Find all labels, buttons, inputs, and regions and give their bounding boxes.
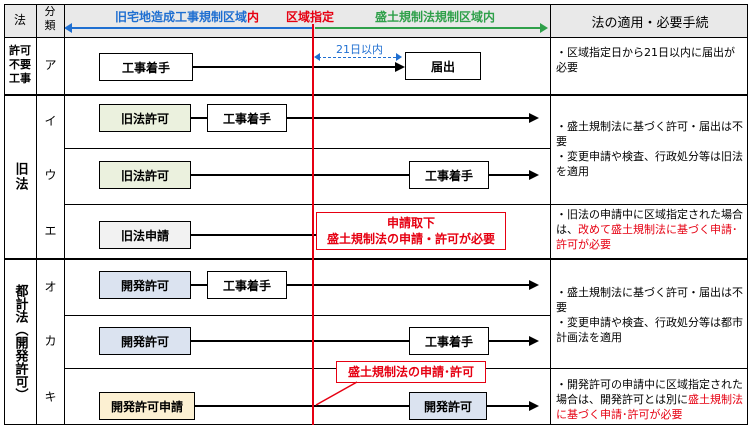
group-label-city-law: 都計法（開発許可） — [12, 283, 28, 401]
left-zone-arrow-head — [64, 23, 72, 33]
header-category: 分類 — [38, 5, 62, 33]
code-u: ウ — [44, 168, 57, 182]
row-ki-permit-box: 開発許可 — [409, 392, 487, 420]
right-zone-label: 盛土規制法規制区域内 — [375, 10, 496, 24]
row-ka-start-box: 工事着手 — [409, 327, 489, 355]
row-e-withdraw-text: 申請取下 — [386, 215, 435, 230]
row-a-report-box: 届出 — [405, 52, 481, 80]
row-e-note: ・旧法の申請中に区域指定された場合は、改めて盛土規制法に基づく申請･許可が必要 — [556, 208, 746, 253]
row-o-arrow-head — [529, 280, 539, 290]
header-procedures: 法の適用・必要手続 — [591, 16, 709, 31]
row-ka-arrow-line-1 — [191, 340, 409, 342]
group-label-exempt: 許可不要工事 — [9, 44, 31, 85]
row-a-arrow-head — [395, 62, 405, 72]
row-e-withdraw-box: 申請取下 盛土規制法の申請・許可が必要 — [316, 212, 506, 250]
row-o-permit-box: 開発許可 — [99, 271, 191, 299]
row-e-arrow-line — [191, 234, 316, 236]
row-ki-red-connector — [315, 381, 358, 406]
row-a-arrow-line — [193, 66, 395, 68]
row-ka-arrow-line-2 — [489, 340, 529, 342]
row-e-apply-box: 旧法申請 — [99, 221, 191, 249]
group-label-old-law: 旧法 — [12, 162, 28, 192]
hline-header — [4, 37, 748, 38]
hline-group2 — [4, 258, 748, 260]
row-ka-arrow-head — [529, 336, 539, 346]
border-top — [4, 4, 748, 5]
row-u-arrow-head — [529, 170, 539, 180]
right-zone-arrow-line — [315, 27, 540, 29]
code-ki: キ — [44, 390, 57, 404]
left-zone-arrow-line — [70, 27, 312, 29]
note-old-law: ・盛土規制法に基づく許可・届出は不要 ・変更申請や検査、行政処分等は旧法を適用 — [556, 120, 743, 178]
hline-group1 — [4, 94, 748, 96]
row-a-start-box: 工事着手 — [99, 53, 193, 81]
designation-line — [312, 24, 314, 425]
code-i: イ — [44, 114, 57, 128]
row-o-arrow-line-1 — [191, 284, 207, 286]
row-o-start-box: 工事着手 — [207, 271, 287, 299]
row-o-arrow-line-2 — [287, 284, 529, 286]
row-a-days-arrowhead-right — [396, 53, 402, 61]
row-u-permit-box: 旧法許可 — [99, 161, 191, 189]
row-ki-apply-box: 開発許可申請 — [99, 392, 195, 420]
code-a: ア — [44, 58, 57, 72]
hline-row-ka — [64, 368, 550, 369]
row-ki-apply-red-box: 盛土規制法の申請･許可 — [336, 361, 486, 383]
hline-note-ki — [550, 368, 748, 369]
row-ki-arrow-line-2 — [487, 405, 529, 407]
row-a-days-label: 21日以内 — [336, 43, 383, 56]
row-ka-permit-box: 開発許可 — [99, 327, 191, 355]
row-a-days-arrowhead-left — [314, 53, 320, 61]
left-zone-suffix: 内 — [247, 10, 260, 24]
left-zone-text: 旧宅地造成工事規制区域 — [115, 10, 248, 24]
header-law: 法 — [13, 13, 26, 27]
row-e-note-a: ・旧法の申請中に区域指定された場合は、 — [556, 208, 743, 236]
vline-category — [64, 4, 65, 425]
header-category-text: 分類 — [44, 5, 56, 32]
vline-law — [36, 4, 37, 425]
border-left — [4, 4, 5, 425]
row-e-note-b: 改めて盛土規制法に基づく申請･許可が必要 — [556, 222, 738, 251]
row-i-permit-box: 旧法許可 — [99, 104, 191, 132]
row-ki-red-connector-line — [315, 381, 358, 406]
border-right — [747, 4, 748, 425]
right-zone-arrow-head — [540, 23, 548, 33]
row-i-arrow-line-2 — [287, 117, 529, 119]
hline-row-u — [64, 204, 550, 205]
row-i-arrow-head — [529, 113, 539, 123]
code-ka: カ — [44, 334, 57, 348]
hline-row-o — [64, 315, 550, 316]
row-ki-arrow-line-1 — [195, 405, 409, 407]
hline-note-e — [550, 204, 748, 205]
row-u-start-box: 工事着手 — [409, 161, 489, 189]
row-i-start-box: 工事着手 — [207, 104, 287, 132]
vline-procedures — [550, 4, 551, 425]
note-city-law: ・盛土規制法に基づく許可・届出は不要 ・変更申請や検査、行政処分等は都市計画法を… — [556, 286, 743, 344]
row-ki-note-a: ・開発許可の申請中に区域指定された場合は、開発許可とは別に — [556, 378, 743, 406]
row-i-arrow-line-1 — [191, 117, 207, 119]
row-e-required-text: 盛土規制法の申請・許可が必要 — [326, 232, 495, 246]
hline-row-i — [64, 148, 550, 149]
row-u-arrow-line-1 — [191, 174, 409, 176]
row-ki-arrow-head — [529, 401, 539, 411]
row-a-days-line — [318, 57, 396, 58]
code-e: エ — [44, 224, 57, 238]
row-ki-note: ・開発許可の申請中に区域指定された場合は、開発許可とは別に盛土規制法に基づく申請… — [556, 378, 746, 423]
border-bottom — [4, 424, 748, 425]
row-u-arrow-line-2 — [489, 174, 529, 176]
designation-label: 区域指定 — [286, 10, 335, 24]
row-ki-note-b: 盛土規制法に基づく申請･許可が必要 — [556, 392, 743, 421]
left-zone-label: 旧宅地造成工事規制区域内 — [115, 8, 259, 25]
header-row — [4, 4, 748, 37]
row-a-note: ・区域指定日から21日以内に届出が必要 — [556, 46, 735, 74]
code-o: オ — [44, 280, 57, 294]
